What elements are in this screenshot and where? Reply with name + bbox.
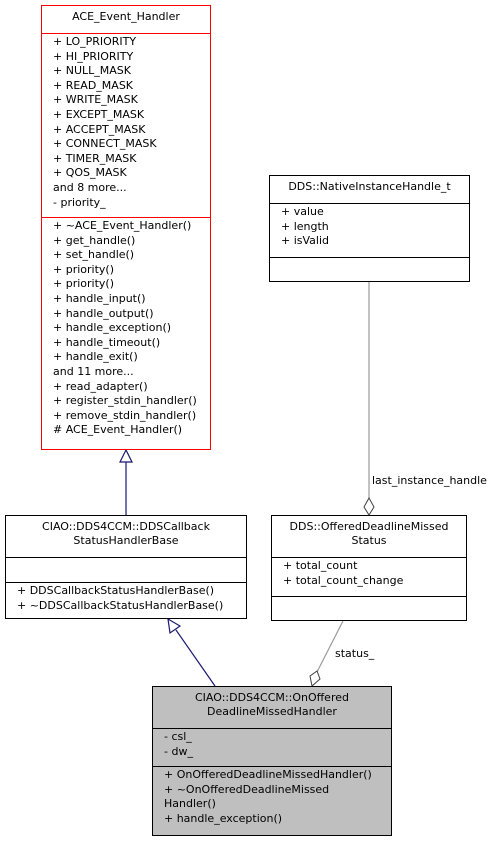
- attributes-section: + total_count+ total_count_change: [272, 557, 466, 596]
- class-title: ACE_Event_Handler: [72, 10, 180, 23]
- attribute-row: + ACCEPT_MASK: [53, 122, 146, 136]
- operation-row: + priority(): [53, 262, 114, 276]
- operation-row: + remove_stdin_handler(): [53, 408, 197, 422]
- attribute-row: + LO_PRIORITY: [53, 35, 137, 48]
- attribute-row: + total_count: [283, 559, 358, 572]
- class-title: DDS::NativeInstanceHandle_t: [288, 180, 451, 193]
- operation-row: + OnOfferedDeadlineMissedHandler(): [164, 768, 372, 781]
- attributes-section: + value+ length+ isValid: [270, 203, 469, 257]
- operations-section: + DDSCallbackStatusHandlerBase()+ ~DDSCa…: [6, 582, 246, 615]
- operation-row: + handle_timeout(): [53, 335, 161, 349]
- inheritance-edge-handler-to-base: [175, 629, 216, 687]
- edge-label-last-instance-handle: last_instance_handle: [372, 474, 487, 487]
- attribute-row: + WRITE_MASK: [53, 93, 138, 107]
- attribute-row: + QOS_MASK: [53, 166, 127, 180]
- edge-label-status: status_: [335, 647, 375, 660]
- attribute-row: - dw_: [164, 744, 193, 758]
- operation-row: # ACE_Event_Handler(): [53, 423, 183, 437]
- operation-row: + priority(): [53, 277, 114, 291]
- class-callback-status-handler-base[interactable]: CIAO::DDS4CCM::DDSCallback StatusHandler…: [5, 515, 247, 619]
- inheritance-arrowhead-ace: [119, 448, 133, 463]
- operation-row: + set_handle(): [53, 248, 135, 262]
- operations-section: + OnOfferedDeadlineMissedHandler()+ ~OnO…: [153, 766, 391, 828]
- attributes-section: - csl_- dw_: [153, 728, 391, 766]
- class-title: CIAO::DDS4CCM::OnOffered DeadlineMissedH…: [195, 691, 349, 718]
- association-diamond-status: [309, 670, 321, 687]
- attribute-row: + HI_PRIORITY: [53, 49, 134, 63]
- operation-row: + ~ACE_Event_Handler(): [53, 219, 192, 232]
- operation-row: + handle_input(): [53, 291, 146, 305]
- operation-row: + get_handle(): [53, 233, 136, 247]
- attribute-row: + TIMER_MASK: [53, 151, 137, 165]
- operation-row: + read_adapter(): [53, 379, 148, 393]
- class-ace-event-handler[interactable]: ACE_Event_Handler + LO_PRIORITY+ HI_PRIO…: [41, 5, 211, 450]
- attribute-row: + length: [281, 219, 329, 233]
- attribute-row: + value: [281, 205, 324, 218]
- operation-row: + handle_exit(): [53, 350, 138, 364]
- operation-row: and 11 more...: [53, 364, 134, 378]
- class-on-offered-deadline-missed-handler[interactable]: CIAO::DDS4CCM::OnOffered DeadlineMissedH…: [152, 686, 392, 836]
- class-native-instance-handle[interactable]: DDS::NativeInstanceHandle_t + value+ len…: [269, 175, 470, 282]
- attribute-row: + NULL_MASK: [53, 64, 131, 78]
- operations-section: + ~ACE_Event_Handler()+ get_handle()+ se…: [42, 217, 210, 440]
- attribute-row: - priority_: [53, 195, 106, 209]
- attributes-section: [6, 557, 246, 582]
- attribute-row: + isValid: [281, 234, 330, 248]
- operation-row: + register_stdin_handler(): [53, 394, 197, 408]
- operations-section: [270, 257, 469, 281]
- class-title: DDS::OfferedDeadlineMissed Status: [289, 520, 449, 547]
- operation-row: + handle_exception(): [164, 811, 283, 825]
- operation-row: + DDSCallbackStatusHandlerBase(): [17, 584, 215, 597]
- attributes-section: + LO_PRIORITY+ HI_PRIORITY+ NULL_MASK+ R…: [42, 33, 210, 217]
- attribute-row: - csl_: [164, 730, 192, 743]
- association-diamond-last-instance-handle: [363, 496, 375, 516]
- attribute-row: + total_count_change: [283, 573, 404, 587]
- class-offered-deadline-missed-status[interactable]: DDS::OfferedDeadlineMissed Status + tota…: [271, 515, 467, 621]
- attribute-row: and 8 more...: [53, 180, 127, 194]
- class-title: CIAO::DDS4CCM::DDSCallback StatusHandler…: [42, 520, 210, 547]
- inheritance-arrowhead-base: [167, 617, 182, 635]
- association-edge-status: [316, 620, 344, 673]
- operations-section: [272, 596, 466, 620]
- operation-row: + handle_output(): [53, 306, 154, 320]
- attribute-row: + EXCEPT_MASK: [53, 107, 145, 121]
- operation-row: + ~OnOfferedDeadlineMissed Handler(): [164, 782, 330, 811]
- attribute-row: + CONNECT_MASK: [53, 137, 157, 151]
- attribute-row: + READ_MASK: [53, 78, 134, 92]
- operation-row: + ~DDSCallbackStatusHandlerBase(): [17, 598, 224, 612]
- operation-row: + handle_exception(): [53, 321, 172, 335]
